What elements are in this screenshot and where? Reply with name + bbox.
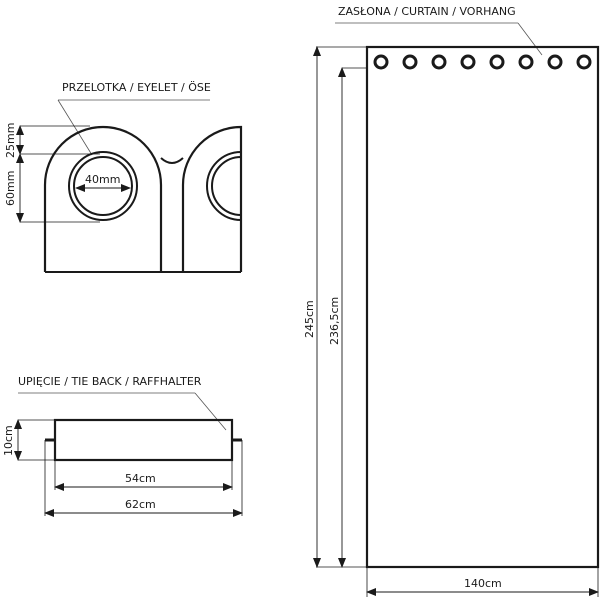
curtain-leader-line bbox=[517, 22, 543, 56]
tie-back-leader-line bbox=[194, 392, 227, 431]
eyelet-tab-outline-2 bbox=[181, 125, 243, 272]
top-offset-value: 25mm bbox=[4, 123, 17, 158]
curtain-eyelets bbox=[373, 54, 592, 70]
eyelet-icon bbox=[373, 54, 389, 70]
eyelet-icon bbox=[460, 54, 476, 70]
curtain-detail: ZASŁONA / CURTAIN / VORHANG 245cm 236,5c… bbox=[303, 5, 600, 597]
eyelet-ring-inner bbox=[73, 156, 133, 216]
tie-back-total-width-value: 62cm bbox=[125, 498, 156, 511]
height-below-eyelet-value: 236,5cm bbox=[328, 297, 341, 345]
tie-back-label: UPIĘCIE / TIE BACK / RAFFHALTER bbox=[18, 375, 202, 388]
eyelet-icon bbox=[402, 54, 418, 70]
eyelet-detail: PRZELOTKA / EYELET / ÖSE 40mm 25mm 60mm bbox=[4, 81, 243, 273]
eyelet-icon bbox=[547, 54, 563, 70]
eyelet-icon bbox=[489, 54, 505, 70]
diameter-value: 40mm bbox=[85, 173, 120, 186]
eyelet-icon bbox=[431, 54, 447, 70]
curtain-label: ZASŁONA / CURTAIN / VORHANG bbox=[338, 5, 516, 18]
tie-back-inner-width-value: 54cm bbox=[125, 472, 156, 485]
eyelet-ring-outer bbox=[68, 151, 138, 221]
tie-back-height-value: 10cm bbox=[2, 425, 15, 456]
eyelet-label: PRZELOTKA / EYELET / ÖSE bbox=[62, 81, 211, 94]
tab-connector bbox=[160, 157, 184, 164]
tie-back-shape bbox=[53, 418, 234, 462]
height-value: 60mm bbox=[4, 171, 17, 206]
eyelet-tab-outline bbox=[43, 125, 163, 272]
eyelet-icon bbox=[576, 54, 592, 70]
total-height-value: 245cm bbox=[303, 300, 316, 338]
width-value: 140cm bbox=[464, 577, 502, 590]
curtain-panel bbox=[365, 45, 600, 569]
eyelet-icon bbox=[518, 54, 534, 70]
eyelet-leader-line bbox=[57, 99, 93, 156]
tie-back-detail: UPIĘCIE / TIE BACK / RAFFHALTER 10cm 54c… bbox=[2, 375, 243, 517]
